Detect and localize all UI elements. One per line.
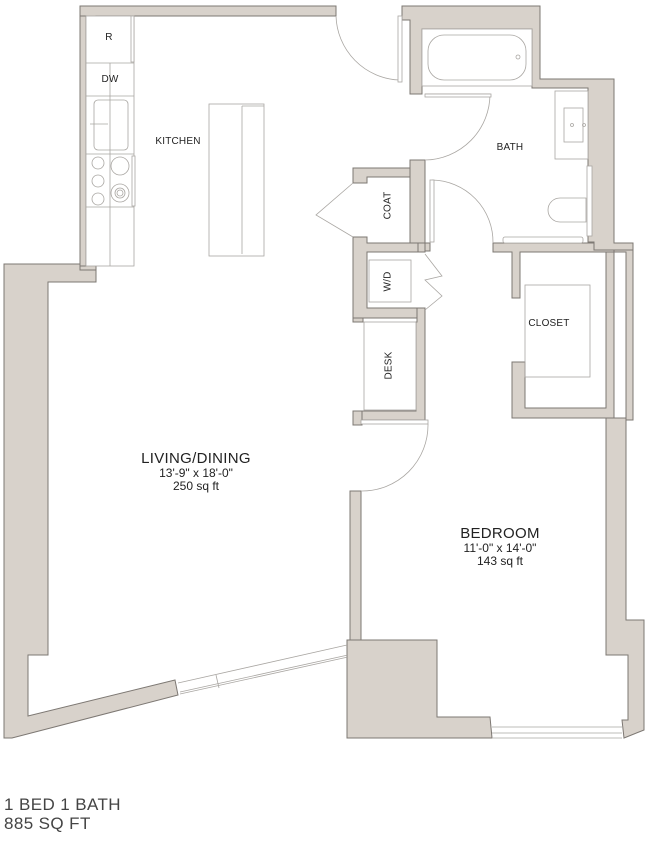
room-dimensions-living: 13'-9" x 18'-0": [159, 466, 233, 480]
wall-coat: [352, 167, 411, 184]
wall-closet-bottom: [511, 251, 615, 419]
sink-icon: [93, 99, 129, 151]
washer-dryer: [368, 253, 443, 311]
wall-bath-left: [409, 159, 431, 252]
label-bath: BATH: [496, 142, 524, 153]
bath-vanity-icon: [554, 90, 589, 160]
label-desk: DESK: [383, 351, 395, 380]
bedroom-door: [360, 419, 429, 492]
closet-shelf: [524, 284, 591, 378]
wall-bath-bottom: [492, 242, 634, 299]
wall-living-left: [3, 263, 179, 739]
bath-door: [424, 93, 492, 161]
wall-desk-bottom-lip: [352, 410, 363, 426]
label-closet: CLOSET: [528, 318, 570, 329]
floor-plan-drawing: [3, 5, 645, 739]
kitchen-counter: [85, 15, 136, 267]
stove-icon: [91, 155, 136, 207]
wall-closet-right: [613, 249, 634, 421]
bedroom-bath-door: [429, 179, 584, 244]
room-area-bedroom: 143 sq ft: [476, 554, 524, 568]
toilet-icon: [547, 165, 593, 237]
kitchen-island: [208, 103, 265, 257]
bathtub-icon: [421, 28, 533, 87]
wall-bedroom-block: [346, 639, 493, 739]
unit-summary: 1 BED 1 BATH 885 SQ FT: [4, 795, 121, 833]
room-living: LIVING/DINING 13'-9" x 18'-0" 250 sq ft: [116, 450, 276, 493]
label-dishwasher: DW: [101, 74, 119, 85]
room-dimensions-bedroom: 11'-0" x 14'-0": [463, 541, 537, 555]
unit-area: 885 SQ FT: [4, 814, 91, 833]
living-window: [177, 644, 349, 695]
wall-bath: [401, 5, 634, 251]
desk: [363, 321, 417, 411]
wall-wd-right: [417, 242, 426, 253]
coat-door: [315, 182, 354, 238]
room-bedroom: BEDROOM 11'-0" x 14'-0" 143 sq ft: [430, 525, 570, 568]
wall-desk-left: [352, 317, 364, 323]
room-name-bedroom: BEDROOM: [460, 525, 540, 542]
entry-door: [335, 15, 403, 83]
unit-type: 1 BED 1 BATH: [4, 795, 121, 814]
wall-kitchen-left: [79, 15, 87, 267]
wall-bedroom-right: [605, 417, 645, 739]
label-refrigerator: R: [105, 32, 113, 43]
room-name-living: LIVING/DINING: [141, 450, 251, 467]
label-kitchen: KITCHEN: [155, 136, 201, 147]
bedroom-window: [492, 726, 622, 739]
wall-partition: [349, 490, 362, 641]
room-area-living: 250 sq ft: [172, 479, 220, 493]
label-coat: COAT: [382, 191, 394, 220]
label-wd: W/D: [382, 271, 394, 292]
